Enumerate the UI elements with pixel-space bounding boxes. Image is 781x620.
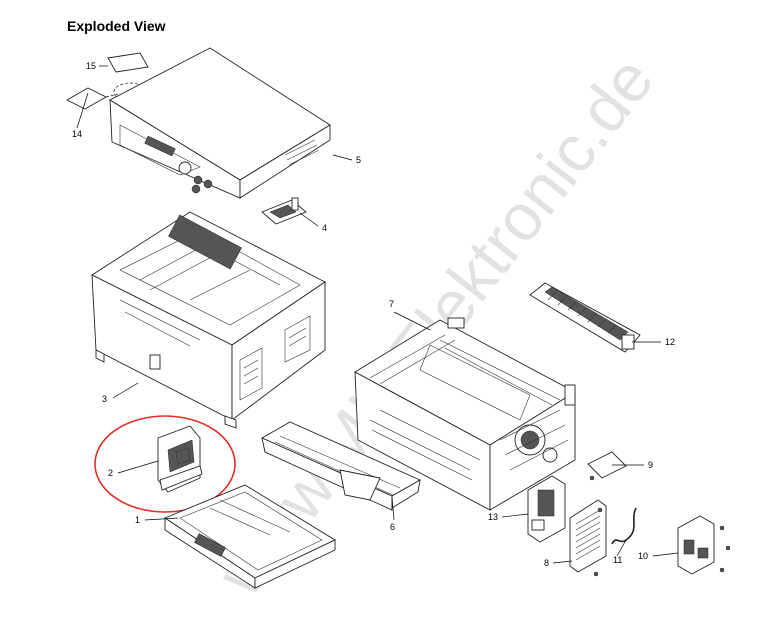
callout-11: 11 <box>613 555 622 565</box>
part-8-side-cover <box>569 499 607 577</box>
part-12-fuser-unit <box>529 282 641 353</box>
part-15-label <box>107 52 149 73</box>
callout-10: 10 <box>638 551 648 561</box>
leader-lines <box>76 65 679 564</box>
part-3-main-cover <box>91 211 326 429</box>
part-5-scanner-unit <box>109 47 331 199</box>
callout-1: 1 <box>135 515 140 525</box>
callout-4: 4 <box>322 223 327 233</box>
callout-2: 2 <box>108 468 113 478</box>
part-9-board <box>587 451 627 481</box>
callout-15: 15 <box>86 61 96 71</box>
part-4-module <box>261 197 307 225</box>
callout-9: 9 <box>648 460 653 470</box>
callout-6: 6 <box>390 522 395 532</box>
part-11-cable <box>611 507 637 545</box>
part-10-main-board <box>677 515 731 575</box>
highlight-circle-part-2 <box>94 415 236 513</box>
callout-12: 12 <box>665 337 675 347</box>
callout-3: 3 <box>102 394 107 404</box>
callout-5: 5 <box>356 155 361 165</box>
callout-14: 14 <box>72 129 82 139</box>
part-1-paper-tray <box>164 484 336 589</box>
page-title: Exploded View <box>67 18 166 34</box>
part-13-power-bracket <box>527 475 566 543</box>
callout-13: 13 <box>488 512 498 522</box>
part-6-transfer-unit <box>261 421 421 511</box>
part-2-bracket <box>157 425 203 493</box>
callout-8: 8 <box>544 558 549 568</box>
part-7-chassis-frame <box>354 317 576 511</box>
callout-7: 7 <box>389 299 394 309</box>
